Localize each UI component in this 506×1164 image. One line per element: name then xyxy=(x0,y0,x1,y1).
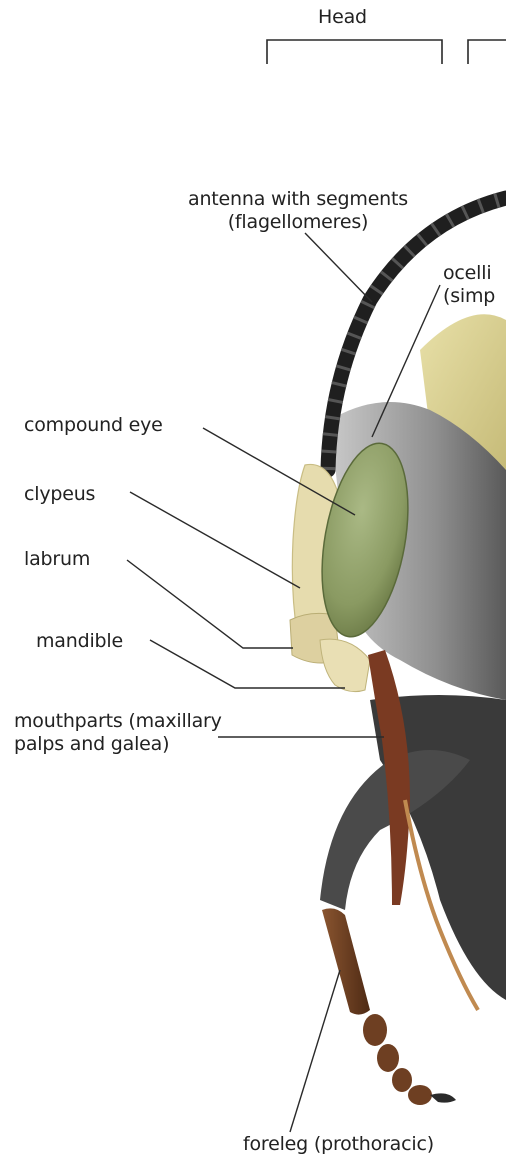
antenna-leader xyxy=(305,233,372,302)
foreleg-leader xyxy=(290,970,340,1132)
ocelli-label: ocelli (simp xyxy=(443,262,495,308)
head-section-label: Head xyxy=(318,6,367,29)
clypeus-label: clypeus xyxy=(24,483,95,506)
head-bracket xyxy=(267,40,442,64)
antenna-label: antenna with segments (flagellomeres) xyxy=(170,188,426,234)
labrum-leader xyxy=(127,560,293,648)
antenna-label-line1: antenna with segments xyxy=(170,188,426,211)
antenna-label-line2: (flagellomeres) xyxy=(170,211,426,234)
mouthparts-label-line2: palps and galea) xyxy=(14,733,222,756)
compound-eye-label: compound eye xyxy=(24,414,163,437)
mouthparts-label: mouthparts (maxillary palps and galea) xyxy=(14,710,222,756)
labrum-label: labrum xyxy=(24,548,90,571)
foreleg-shape xyxy=(322,908,456,1105)
foreleg-label: foreleg (prothoracic) xyxy=(243,1133,434,1156)
clypeus-leader xyxy=(130,492,300,588)
mandible-label: mandible xyxy=(36,630,123,653)
mandible-plate xyxy=(320,639,370,692)
mouthparts-label-line1: mouthparts (maxillary xyxy=(14,710,222,733)
thorax-bracket-partial xyxy=(468,40,506,64)
ocelli-label-line2: (simp xyxy=(443,285,495,308)
ocelli-label-line1: ocelli xyxy=(443,262,495,285)
